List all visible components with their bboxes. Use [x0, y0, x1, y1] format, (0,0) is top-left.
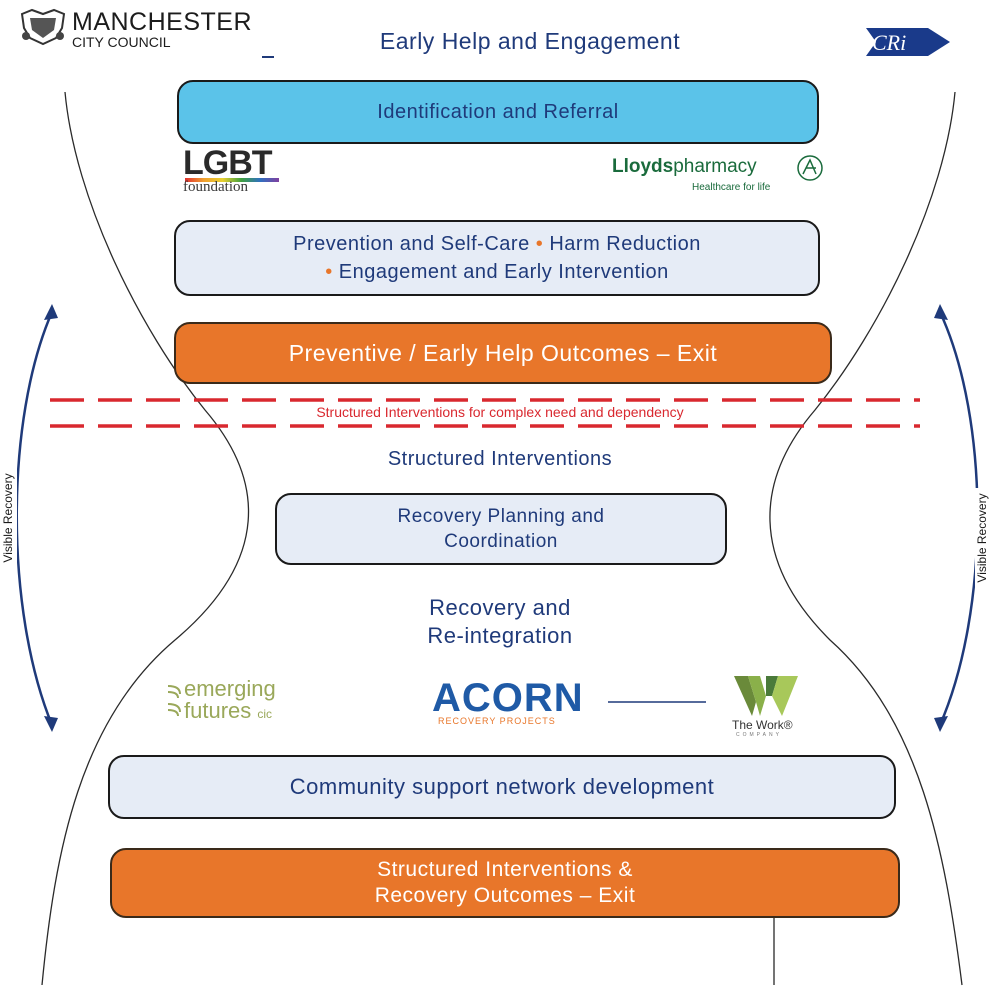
harm-reduction-text: Harm Reduction	[549, 233, 701, 255]
structured-outcomes-line2: Recovery Outcomes – Exit	[374, 884, 636, 907]
bullet-separator: •	[325, 261, 333, 283]
cri-logo-shape	[866, 28, 950, 56]
work-logo-sub: COMPANY	[736, 732, 782, 738]
the-work-company-logo: The Work® COMPANY	[724, 676, 824, 742]
emerging-futures-logo: emerging futures cic	[162, 676, 322, 726]
acorn-recovery-logo: ACORN RECOVERY PROJECTS	[432, 676, 592, 732]
acorn-logo-word: ACORN	[432, 676, 584, 720]
recovery-line1: Recovery and	[429, 595, 571, 620]
recovery-line2: Re-integration	[427, 623, 573, 648]
left-arrow-head-bottom	[44, 716, 58, 732]
recovery-planning-line2: Coordination	[444, 531, 558, 552]
right-hourglass-curve	[769, 91, 963, 986]
emerging-futures-mark-icon	[167, 685, 181, 717]
prevention-line1: Prevention and Self-Care • Harm Reductio…	[293, 230, 701, 258]
lloyds-bold: Lloyds	[612, 156, 674, 177]
visible-recovery-right-label: Visible Recovery	[975, 488, 991, 588]
crest-icon	[20, 8, 66, 46]
engagement-early-intervention-text: Engagement and Early Intervention	[338, 261, 669, 283]
structured-interventions-heading: Structured Interventions	[387, 448, 613, 470]
prevention-self-care-text: Prevention and Self-Care	[293, 233, 530, 255]
cri-logo-text: CRi	[872, 30, 907, 55]
manchester-city-council-logo: MANCHESTER CITY COUNCIL	[10, 6, 280, 50]
header-underscore	[262, 56, 274, 58]
council-name-line2: CITY COUNCIL	[72, 34, 171, 50]
left-hourglass-curve	[41, 91, 250, 986]
recovery-planning-box: Recovery Planning and Coordination	[275, 493, 727, 565]
visible-recovery-left-label: Visible Recovery	[1, 468, 17, 568]
structured-outcomes-line1: Structured Interventions &	[377, 858, 633, 881]
page-title: Early Help and Engagement	[379, 28, 681, 54]
lloyds-tagline: Healthcare for life	[692, 182, 771, 193]
left-visible-recovery-arrow	[15, 311, 54, 726]
community-support-box: Community support network development	[108, 755, 896, 819]
rainbow-bar	[185, 178, 279, 182]
council-name-line1: MANCHESTER	[72, 8, 253, 36]
recovery-reintegration-heading: Recovery and Re-integration	[300, 594, 700, 650]
lgbt-logo-sub: foundation	[183, 179, 248, 195]
preventive-outcomes-exit-box: Preventive / Early Help Outcomes – Exit	[174, 322, 832, 384]
lloyds-logo-name: Lloydspharmacy	[612, 156, 757, 178]
right-arrow-head-top	[934, 304, 948, 320]
left-arrow-head-top	[44, 304, 58, 320]
identification-referral-text: Identification and Referral	[377, 100, 619, 123]
cic-suffix: cic	[257, 707, 273, 721]
community-support-text: Community support network development	[289, 774, 715, 799]
futures-text: futures cic	[184, 698, 272, 724]
prevention-harm-reduction-box: Prevention and Self-Care • Harm Reductio…	[174, 220, 820, 296]
prevention-line2: • Engagement and Early Intervention	[325, 258, 669, 286]
cri-logo: CRi	[866, 26, 952, 58]
emerging-text: emerging	[184, 676, 276, 701]
work-logo-text: The Work®	[732, 718, 793, 732]
futures-word: futures	[184, 698, 252, 723]
dashed-band-label: Structured Interventions for complex nee…	[316, 404, 684, 420]
lgbt-foundation-logo: LGBT foundation	[183, 144, 303, 198]
acorn-logo-sub: RECOVERY PROJECTS	[438, 716, 556, 726]
lgbt-logo-main: LGBT	[183, 144, 273, 182]
bullet-separator: •	[535, 233, 544, 255]
lloyds-rest: pharmacy	[673, 156, 757, 177]
right-arrow-head-bottom	[934, 716, 948, 732]
structured-outcomes-exit-box: Structured Interventions & Recovery Outc…	[110, 848, 900, 918]
lloyds-pharmacy-logo: Lloydspharmacy Healthcare for life	[612, 152, 848, 200]
work-w-icon	[734, 676, 798, 716]
recovery-planning-line1: Recovery Planning and	[397, 506, 605, 527]
preventive-outcomes-text: Preventive / Early Help Outcomes – Exit	[288, 339, 718, 366]
right-visible-recovery-arrow	[938, 311, 979, 726]
identification-referral-box: Identification and Referral	[177, 80, 819, 144]
lloyds-emblem-icon	[797, 155, 823, 181]
